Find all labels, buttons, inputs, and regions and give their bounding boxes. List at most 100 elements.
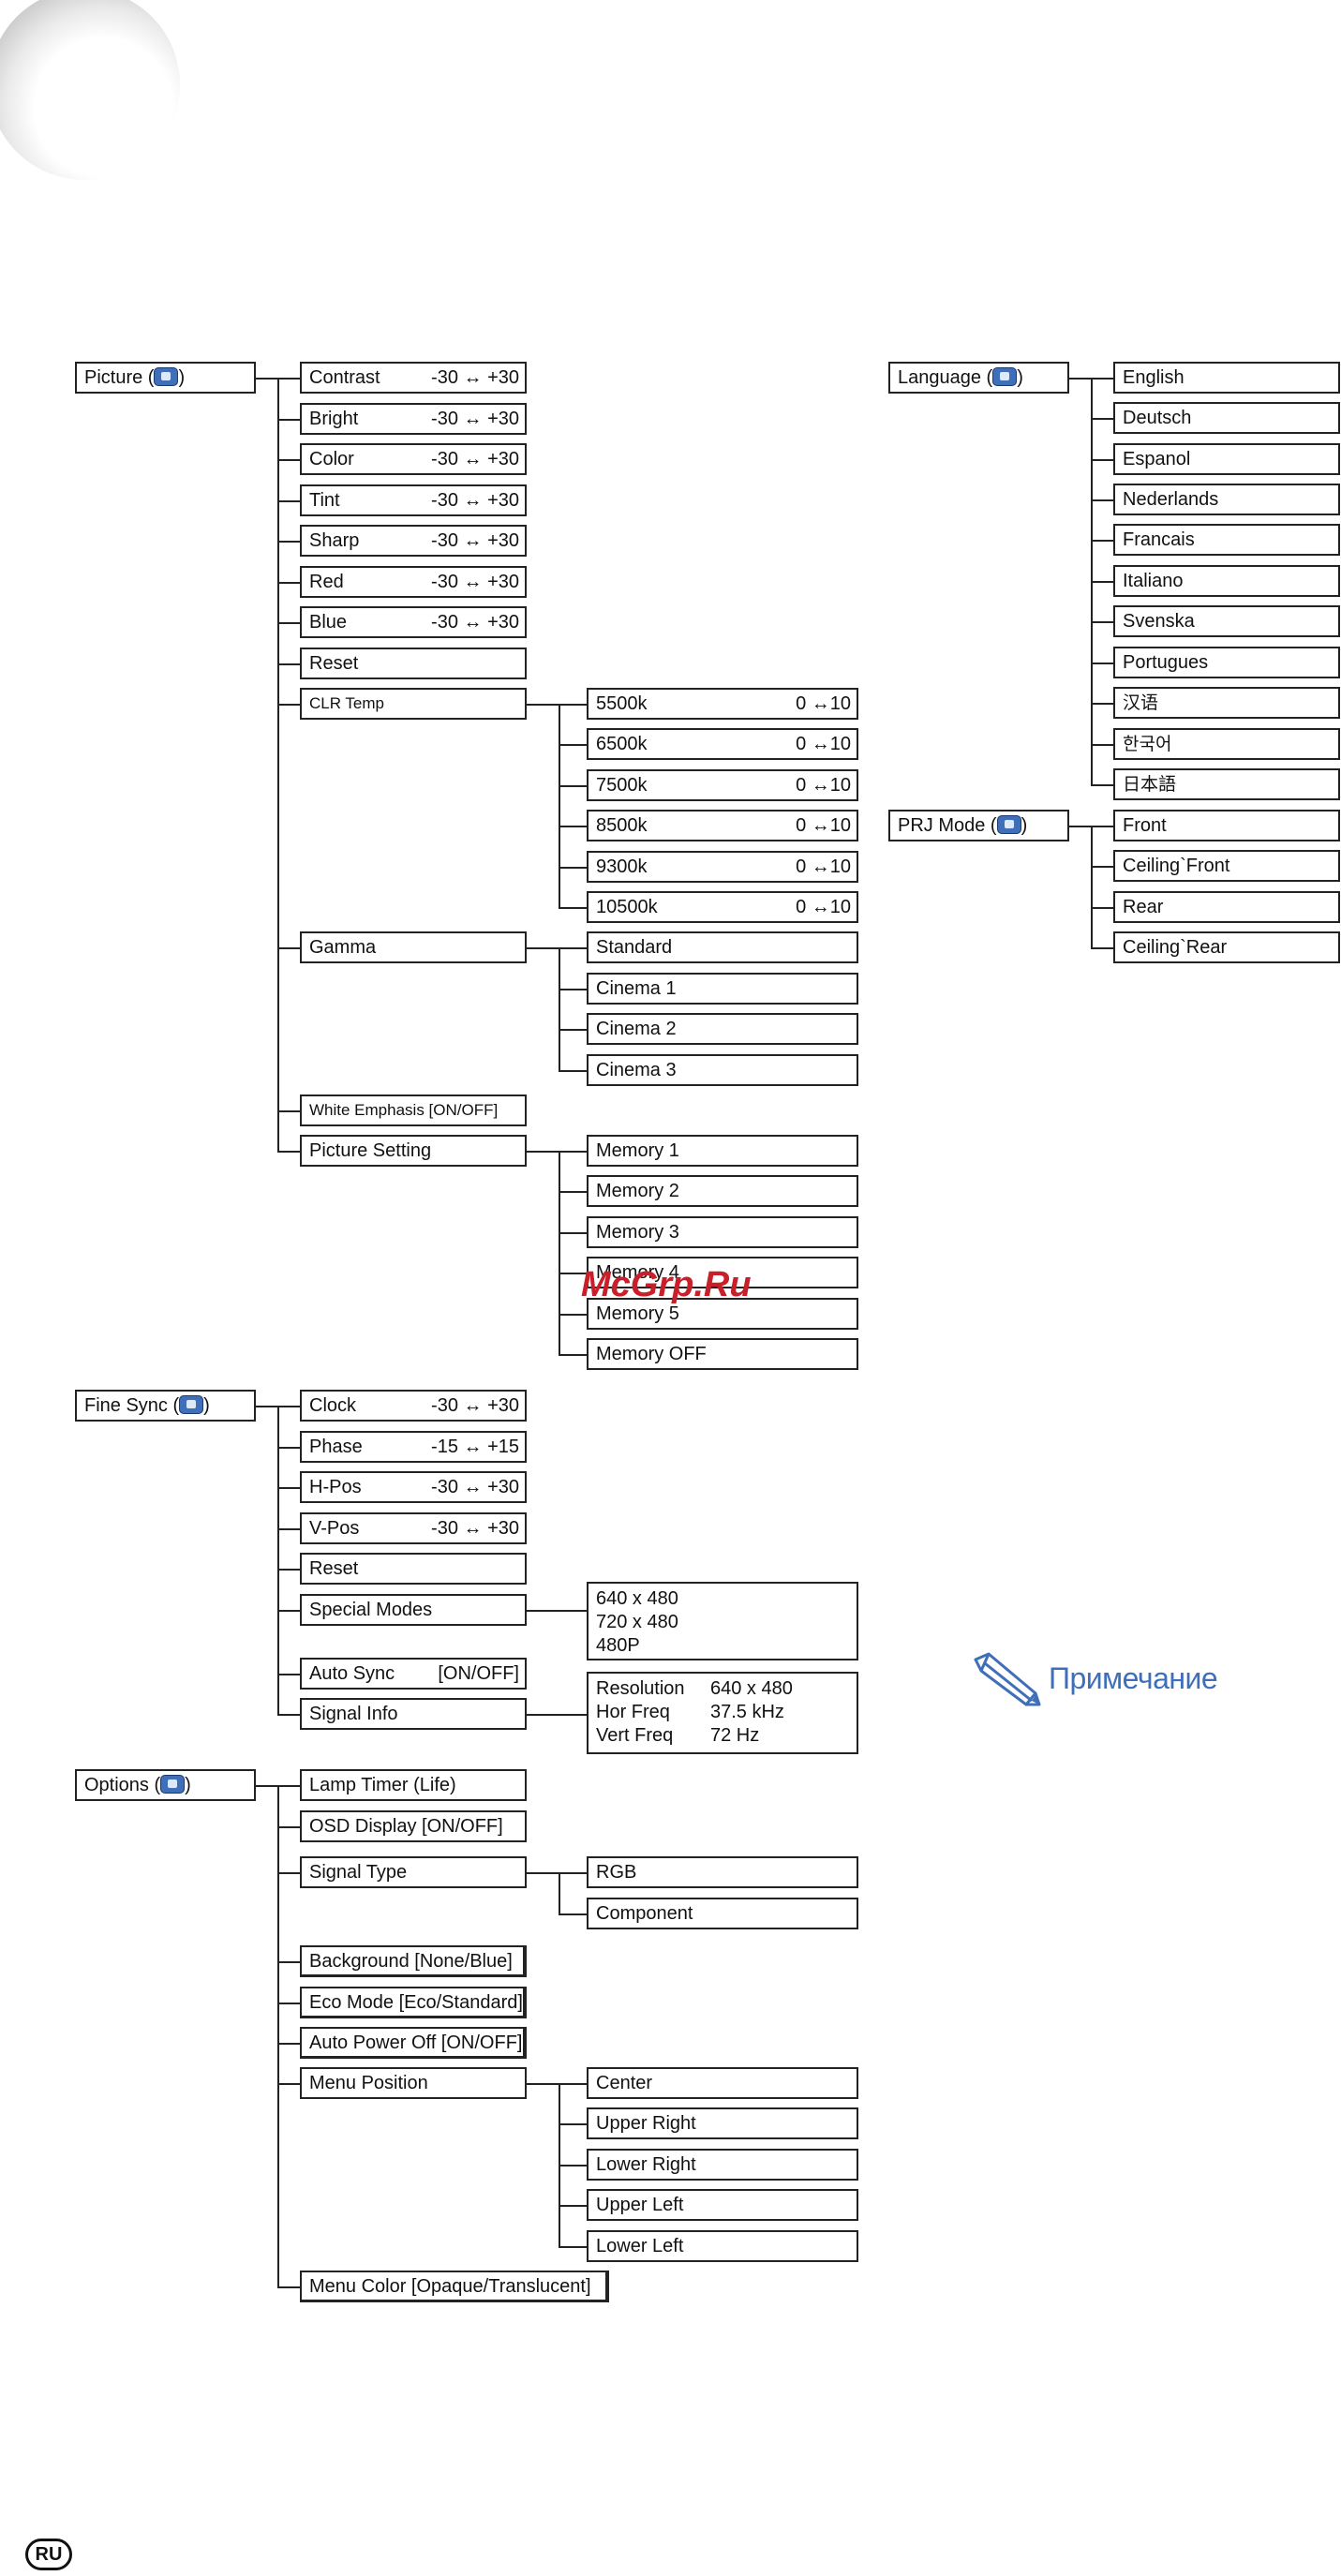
fine-sync-auto-sync[interactable]: Auto Sync[ON/OFF]: [300, 1658, 527, 1690]
prj-mode-front[interactable]: Front: [1113, 810, 1340, 841]
item-label: Lamp Timer (Life): [309, 1775, 456, 1795]
options-eco-mode[interactable]: Eco Mode [Eco/Standard]: [300, 1987, 527, 2018]
fine-sync-reset[interactable]: Reset: [300, 1553, 527, 1585]
picture-color[interactable]: Color-30 ↔ +30: [300, 443, 527, 475]
language-italiano[interactable]: Italiano: [1113, 565, 1340, 597]
fine-sync-signal-info[interactable]: Signal Info: [300, 1698, 527, 1730]
language-japanese[interactable]: 日本語: [1113, 768, 1340, 800]
language-english[interactable]: English: [1113, 362, 1340, 394]
gamma-cinema-1[interactable]: Cinema 1: [587, 973, 858, 1005]
item-label: V-Pos: [309, 1518, 360, 1539]
options-osd-display[interactable]: OSD Display [ON/OFF]: [300, 1810, 527, 1842]
language-chinese[interactable]: 汉语: [1113, 687, 1340, 719]
menu-position-upper-left[interactable]: Upper Left: [587, 2189, 858, 2221]
options-lamp-timer[interactable]: Lamp Timer (Life): [300, 1769, 527, 1801]
signal-info-key: Resolution: [596, 1678, 685, 1699]
picture-setting-memory-5[interactable]: Memory 5: [587, 1298, 858, 1330]
option-label: Center: [596, 2073, 653, 2093]
language-korean[interactable]: 한국어: [1113, 728, 1340, 760]
picture-contrast[interactable]: Contrast-30 ↔ +30: [300, 362, 527, 394]
item-label: Signal Type: [309, 1862, 408, 1883]
item-range: -30 ↔ +30: [431, 449, 519, 469]
picture-setting-memory-4[interactable]: Memory 4: [587, 1257, 858, 1288]
option-label: Cinema 2: [596, 1019, 677, 1039]
language-portugues[interactable]: Portugues: [1113, 647, 1340, 678]
picture-tint[interactable]: Tint-30 ↔ +30: [300, 484, 527, 516]
picture-sharp[interactable]: Sharp-30 ↔ +30: [300, 525, 527, 557]
prj-mode-rear[interactable]: Rear: [1113, 891, 1340, 923]
option-label: Svenska: [1123, 611, 1195, 632]
menu-position-upper-right[interactable]: Upper Right: [587, 2107, 858, 2139]
item-label: White Emphasis [ON/OFF]: [309, 1101, 499, 1119]
menu-fine-sync[interactable]: Fine Sync (): [75, 1390, 256, 1422]
language-svenska[interactable]: Svenska: [1113, 605, 1340, 637]
options-auto-power-off[interactable]: Auto Power Off [ON/OFF]: [300, 2027, 527, 2059]
fine-sync-phase[interactable]: Phase-15 ↔ +15: [300, 1431, 527, 1463]
item-range: -30 ↔ +30: [431, 490, 519, 511]
options-signal-type[interactable]: Signal Type: [300, 1856, 527, 1888]
picture-setting-memory-3[interactable]: Memory 3: [587, 1216, 858, 1248]
fine-sync-special-modes[interactable]: Special Modes: [300, 1594, 527, 1626]
prj-mode-ceiling-front[interactable]: Ceiling`Front: [1113, 850, 1340, 882]
picture-setting[interactable]: Picture Setting: [300, 1135, 527, 1167]
picture-setting-memory-off[interactable]: Memory OFF: [587, 1338, 858, 1370]
connector: [559, 704, 560, 907]
picture-reset[interactable]: Reset: [300, 648, 527, 679]
language-francais[interactable]: Francais: [1113, 524, 1340, 556]
menu-position-lower-left[interactable]: Lower Left: [587, 2230, 858, 2262]
fine-sync-h-pos[interactable]: H-Pos-30 ↔ +30: [300, 1471, 527, 1503]
signal-type-rgb[interactable]: RGB: [587, 1856, 858, 1888]
prj-mode-ceiling-rear[interactable]: Ceiling`Rear: [1113, 931, 1340, 963]
menu-language[interactable]: Language (): [888, 362, 1069, 394]
special-mode-option[interactable]: 640 x 480: [596, 1588, 678, 1609]
option-label: Memory 5: [596, 1303, 679, 1324]
language-espanol[interactable]: Espanol: [1113, 443, 1340, 475]
menu-prj-mode[interactable]: PRJ Mode (): [888, 810, 1069, 841]
connector: [559, 1029, 587, 1031]
picture-bright[interactable]: Bright-30 ↔ +30: [300, 403, 527, 435]
picture-setting-memory-2[interactable]: Memory 2: [587, 1175, 858, 1207]
connector: [1091, 744, 1113, 746]
gamma-cinema-3[interactable]: Cinema 3: [587, 1054, 858, 1086]
connector: [559, 907, 587, 909]
picture-white-emphasis[interactable]: White Emphasis [ON/OFF]: [300, 1094, 527, 1126]
connector: [559, 744, 587, 746]
gamma-standard[interactable]: Standard: [587, 931, 858, 963]
options-menu-color[interactable]: Menu Color [Opaque/Translucent]: [300, 2271, 609, 2302]
menu-position-lower-right[interactable]: Lower Right: [587, 2149, 858, 2181]
special-mode-option[interactable]: 720 x 480: [596, 1612, 678, 1632]
language-nederlands[interactable]: Nederlands: [1113, 484, 1340, 515]
options-menu-position[interactable]: Menu Position: [300, 2067, 527, 2099]
menu-position-center[interactable]: Center: [587, 2067, 858, 2099]
menu-picture[interactable]: Picture (): [75, 362, 256, 394]
picture-clr-temp[interactable]: CLR Temp: [300, 688, 527, 720]
picture-menu-icon: [154, 367, 179, 386]
language-deutsch[interactable]: Deutsch: [1113, 402, 1340, 434]
connector: [1091, 621, 1113, 623]
signal-type-component[interactable]: Component: [587, 1898, 858, 1929]
item-label: OSD Display [ON/OFF]: [309, 1816, 503, 1837]
fine-sync-v-pos[interactable]: V-Pos-30 ↔ +30: [300, 1512, 527, 1544]
connector: [559, 1191, 587, 1193]
picture-red[interactable]: Red-30 ↔ +30: [300, 566, 527, 598]
connector: [277, 459, 300, 461]
fine-sync-clock[interactable]: Clock-30 ↔ +30: [300, 1390, 527, 1422]
picture-gamma[interactable]: Gamma: [300, 931, 527, 963]
connector: [1091, 540, 1113, 542]
menu-options[interactable]: Options (): [75, 1769, 256, 1801]
gamma-cinema-2[interactable]: Cinema 2: [587, 1013, 858, 1045]
options-background[interactable]: Background [None/Blue]: [300, 1945, 527, 1977]
special-mode-option[interactable]: 480P: [596, 1635, 640, 1656]
connector: [277, 1569, 300, 1571]
option-label: RGB: [596, 1862, 637, 1883]
picture-setting-memory-1[interactable]: Memory 1: [587, 1135, 858, 1167]
option-label: Memory 4: [596, 1262, 679, 1283]
picture-blue[interactable]: Blue-30 ↔ +30: [300, 606, 527, 638]
option-range: 0 ↔10: [796, 775, 851, 796]
